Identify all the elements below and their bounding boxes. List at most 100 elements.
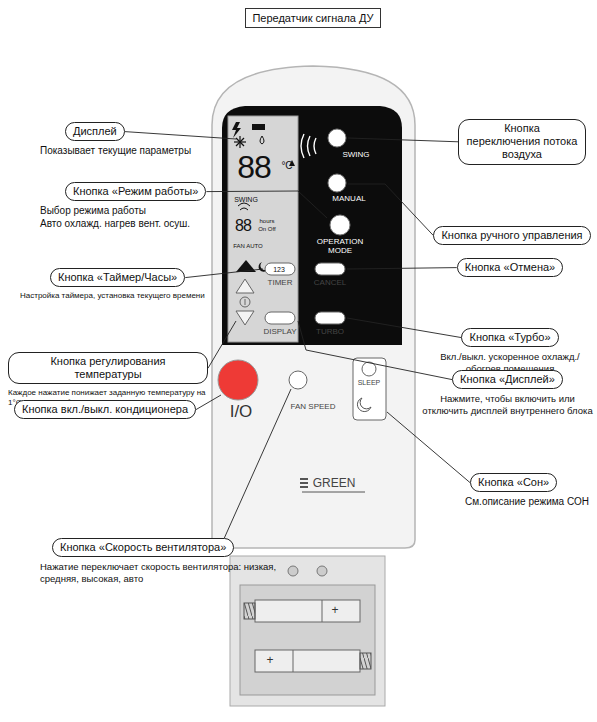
rect-shape bbox=[252, 124, 265, 130]
title-frame: Передатчик сигнала ДУ bbox=[213, 8, 413, 28]
callout: Кнопка «Сон» См.описание режима СОН bbox=[465, 472, 593, 508]
remote-label: MANUAL bbox=[327, 195, 371, 204]
rect-shape bbox=[265, 263, 295, 275]
remote-label: 123 bbox=[270, 266, 288, 274]
path-shape bbox=[301, 134, 304, 158]
callout: Кнопка «Дисплей»Нажмите, чтобы включить … bbox=[420, 369, 595, 416]
circle-shape bbox=[289, 371, 307, 389]
remote-label: + bbox=[263, 654, 277, 667]
remote-label: SWING bbox=[336, 151, 376, 160]
callout: ДисплейПоказывает текущие параметры bbox=[40, 121, 212, 157]
callout-heading: Кнопка «Сон» bbox=[470, 473, 557, 492]
polygon-shape bbox=[236, 279, 254, 293]
callout-heading: Кнопка ручного управления bbox=[433, 226, 590, 245]
leader-line bbox=[348, 184, 433, 236]
polygon-shape bbox=[236, 311, 254, 325]
path-shape bbox=[308, 136, 311, 156]
callout-heading: Кнопка «Скорость вентилятора» bbox=[52, 538, 234, 557]
callout-heading: Кнопка регулирования температуры bbox=[8, 352, 208, 384]
rect-shape bbox=[353, 358, 386, 420]
callout-description: Авто охлажд. нагрев вент. осуш. bbox=[40, 218, 212, 230]
leader-line bbox=[298, 321, 452, 380]
rect-shape bbox=[265, 312, 295, 324]
line-shape bbox=[245, 299, 246, 305]
callout-heading: Кнопка «Таймер/Часы» bbox=[50, 268, 185, 287]
circle-shape bbox=[330, 215, 350, 235]
callout-heading: Кнопка вкл./выкл. кондиционера bbox=[14, 400, 196, 419]
g-shape bbox=[300, 478, 308, 488]
path-shape bbox=[357, 398, 371, 412]
remote-label: I/O bbox=[221, 403, 261, 422]
remote-label: GREEN bbox=[307, 477, 361, 490]
callout-heading: Кнопка «Отмена» bbox=[457, 258, 564, 277]
line-shape bbox=[236, 138, 244, 146]
leader-line bbox=[347, 318, 461, 338]
callout: Кнопка «Скорость вентилятора» Нажатие пер… bbox=[40, 537, 305, 584]
callout: Кнопка вкл./выкл. кондиционера bbox=[14, 399, 206, 419]
remote-label: On Off bbox=[255, 226, 279, 233]
callout-heading: Кнопка «Турбо» bbox=[461, 328, 558, 347]
remote-label: SLEEP bbox=[354, 379, 384, 387]
leader-line bbox=[348, 138, 458, 142]
callout-heading: Кнопка переключения потока воздуха bbox=[458, 119, 586, 165]
callout: Кнопка «Режим работы» Выбор режима работы… bbox=[40, 181, 212, 230]
remote-label: CANCEL bbox=[311, 279, 349, 288]
remote-label: + bbox=[328, 604, 342, 617]
circle-shape bbox=[328, 174, 346, 192]
callout: Кнопка «Турбо»Вкл./выкл. ускоренное охла… bbox=[425, 327, 595, 374]
callout-description: Нажатие переключает скорость вентилятора… bbox=[40, 561, 305, 584]
circle-shape bbox=[288, 566, 298, 576]
remote-label: 88 bbox=[229, 150, 279, 185]
callout: Кнопка переключения потока воздуха bbox=[452, 119, 592, 165]
leader-line bbox=[125, 132, 236, 139]
title: Передатчик сигнала ДУ bbox=[245, 8, 380, 28]
leader-line bbox=[206, 191, 327, 218]
g-shape bbox=[301, 134, 316, 158]
circle-shape bbox=[328, 129, 346, 147]
rect-shape bbox=[300, 482, 308, 484]
callout: Кнопка «Таймер/Часы» Настройка таймера, у… bbox=[20, 267, 212, 301]
path-shape bbox=[238, 203, 250, 210]
callout: Кнопка «Отмена» bbox=[445, 257, 575, 277]
path-shape bbox=[314, 138, 316, 154]
callout-description: Настройка таймера, установка текущего вр… bbox=[20, 291, 212, 301]
path-shape bbox=[212, 66, 415, 548]
path-shape bbox=[222, 106, 402, 345]
remote-label: TURBO bbox=[312, 328, 348, 337]
remote-label: FAN AUTO bbox=[231, 243, 265, 250]
rect-shape bbox=[315, 263, 345, 275]
remote-label: °C bbox=[278, 160, 296, 171]
rect-shape bbox=[240, 585, 375, 695]
rect-shape bbox=[230, 556, 385, 706]
g-shape bbox=[234, 136, 246, 148]
rect-shape bbox=[228, 116, 298, 342]
path-shape bbox=[232, 122, 241, 138]
circle-shape bbox=[240, 297, 250, 307]
remote-label: FAN SPEED bbox=[290, 403, 336, 412]
leader-line bbox=[347, 268, 457, 269]
remote-label: TIMER bbox=[262, 279, 298, 288]
callout-description: Выбор режима работы bbox=[40, 205, 212, 217]
remote-label: SWING bbox=[231, 196, 261, 204]
callout-description: См.описание режима СОН bbox=[465, 496, 593, 508]
rect-shape bbox=[300, 478, 308, 480]
rect-shape bbox=[244, 603, 255, 619]
callout-description: Показывает текущие параметры bbox=[40, 145, 212, 157]
line-shape bbox=[293, 650, 294, 672]
leader-line bbox=[185, 269, 263, 278]
remote-label: DISPLAY bbox=[261, 328, 299, 337]
rect-shape bbox=[360, 653, 371, 669]
remote-label: hours bbox=[257, 218, 277, 225]
line-shape bbox=[236, 138, 244, 146]
path-shape bbox=[260, 136, 264, 144]
remote-label: 88 bbox=[230, 217, 256, 235]
rect-shape bbox=[315, 312, 345, 324]
remote-label: OPERATION MODE bbox=[312, 238, 368, 256]
callout-heading: Кнопка «Режим работы» bbox=[65, 182, 206, 201]
rect-shape bbox=[300, 486, 308, 488]
circle-shape bbox=[218, 360, 258, 400]
line-shape bbox=[302, 492, 365, 493]
circle-shape bbox=[317, 566, 327, 576]
line-shape bbox=[322, 600, 323, 622]
